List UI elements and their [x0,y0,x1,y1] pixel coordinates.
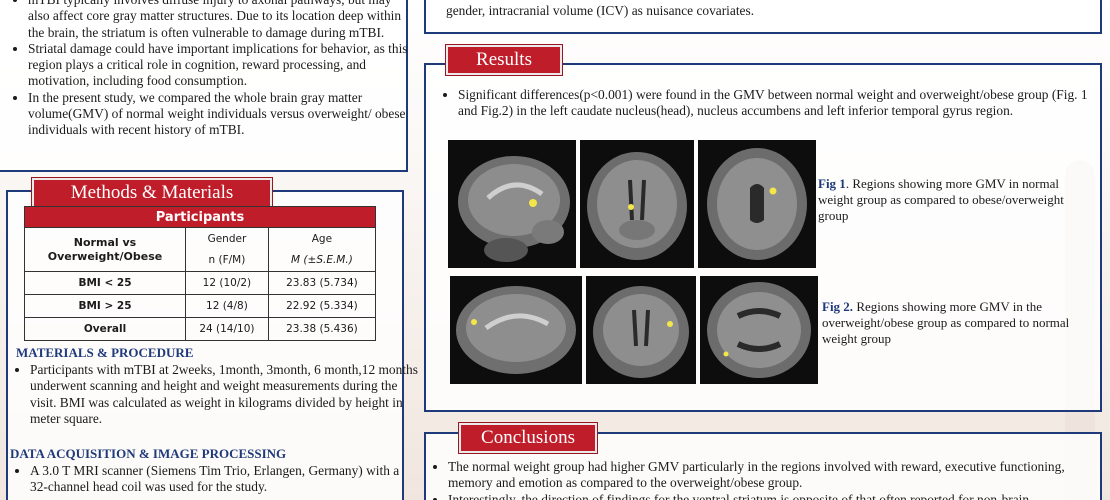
fig1-label: Fig 1 [818,176,846,191]
acquisition-bullet-list: A 3.0 T MRI scanner (Siemens Tim Trio, E… [10,463,414,496]
results-bullet-list: Significant differences(p<0.001) were fo… [438,87,1110,120]
table-row: Overall 24 (14/10) 23.38 (5.436) [24,317,377,341]
highlight-region [471,319,477,325]
introduction-panel [0,0,408,172]
fig2-caption: Fig 2. Regions showing more GMV in the o… [822,299,1096,347]
conclusions-title: Conclusions [459,423,597,453]
row-age: 23.83 (5.734) [267,271,377,295]
analysis-panel [424,0,1102,34]
intro-bullet: Striatal damage could have important imp… [28,41,412,90]
participants-table: Participants Normal vs Overweight/Obese … [24,206,377,341]
gender-column-sub: n (F/M) [185,249,269,272]
table-row: BMI < 25 12 (10/2) 23.83 (5.734) [24,271,377,295]
intro-bullet: In the present study, we compared the wh… [28,90,412,139]
acquisition-heading: DATA ACQUISITION & IMAGE PROCESSING [10,446,287,461]
table-row: BMI > 25 12 (4/8) 22.92 (5.334) [24,294,377,318]
age-column-head: Age [267,227,377,250]
row-label: BMI < 25 [24,271,186,295]
fig1-axial-image [698,140,816,268]
methods-title: Methods & Materials [32,178,272,208]
row-gender: 24 (14/10) [185,317,269,341]
fig2-axial-image [700,276,818,384]
highlight-region [723,351,729,357]
fig1-caption: Fig 1. Regions showing more GMV in norma… [818,176,1094,224]
results-title: Results [446,45,562,75]
fig1-sagittal-image [448,140,576,268]
fig1-coronal-image [580,140,694,268]
highlight-region [769,187,777,195]
intro-bullet-list: mTBI typically involves diffuse injury t… [8,0,412,139]
row-age: 23.38 (5.436) [267,317,377,341]
row-gender: 12 (10/2) [185,271,269,295]
fig1-caption-text: . Regions showing more GMV in normal wei… [818,176,1064,223]
row-gender: 12 (4/8) [185,294,269,318]
participants-table-title: Participants [24,206,376,228]
table-corner-label: Normal vs Overweight/Obese [24,227,186,272]
acquisition-bullet: A 3.0 T MRI scanner (Siemens Tim Trio, E… [30,463,414,496]
intro-bullet: mTBI typically involves diffuse injury t… [28,0,412,41]
highlight-region [529,199,537,207]
materials-bullet: Participants with mTBI at 2weeks, 1month… [30,362,420,427]
row-label: BMI > 25 [24,294,186,318]
highlight-region [667,321,673,327]
conclusions-bullet: Interestingly, the direction of findings… [448,492,1110,500]
conclusions-bullet-list: The normal weight group had higher GMV p… [428,459,1110,500]
conclusions-bullet: The normal weight group had higher GMV p… [448,459,1110,492]
materials-heading: MATERIALS & PROCEDURE [16,345,194,360]
fig2-coronal-image [586,276,696,384]
fig2-sagittal-image [450,276,582,384]
gender-column-head: Gender [185,227,269,250]
fig2-label: Fig 2. [822,299,854,314]
materials-bullet-list: Participants with mTBI at 2weeks, 1month… [10,362,420,427]
row-age: 22.92 (5.334) [267,294,377,318]
age-column-sub: M (±S.E.M.) [267,249,377,272]
results-bullet: Significant differences(p<0.001) were fo… [458,87,1110,120]
analysis-text: gender, intracranial volume (ICV) as nui… [446,3,755,18]
fig2-caption-text: Regions showing more GMV in the overweig… [822,299,1070,346]
row-label: Overall [24,317,186,341]
highlight-region [628,204,634,210]
